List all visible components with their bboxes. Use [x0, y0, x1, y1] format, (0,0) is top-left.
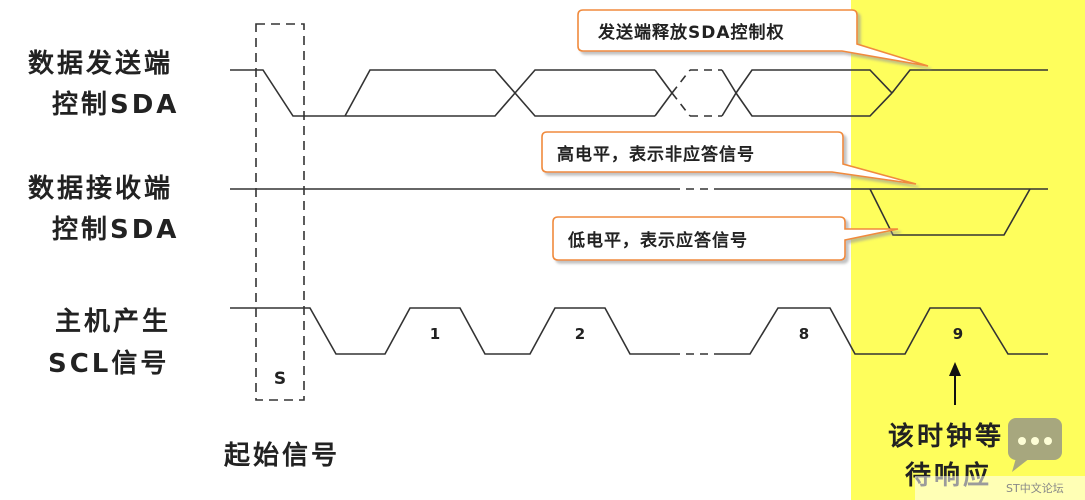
- start-condition-box: [255, 23, 305, 401]
- callout-low-ack: 低电平，表示应答信号: [552, 216, 899, 261]
- receiver-sda-waveform: [230, 188, 1048, 236]
- sender-label-line1: 数据发送端: [28, 48, 173, 79]
- scl-label-line2: SCL信号: [48, 349, 169, 379]
- clock-number-9: 9: [953, 325, 963, 343]
- watermark-logo-icon: [1008, 418, 1062, 472]
- sender-label-line2: 控制SDA: [52, 90, 179, 120]
- clock-number-8: 8: [799, 325, 809, 343]
- scl-waveform: [230, 307, 1048, 355]
- start-caption: 起始信号: [224, 441, 340, 471]
- callout-release-text: 发送端释放SDA控制权: [597, 22, 785, 43]
- wait-arrow: [949, 362, 961, 405]
- receiver-label-line2: 控制SDA: [52, 215, 179, 245]
- watermark-text: ST中文论坛: [1006, 481, 1064, 495]
- clock-number-1: 1: [430, 325, 440, 343]
- receiver-label-line1: 数据接收端: [28, 174, 173, 204]
- clock-number-2: 2: [575, 325, 585, 343]
- callout-high-nack: 高电平，表示非应答信号: [541, 131, 917, 185]
- sender-sda-waveform: [230, 69, 1048, 117]
- scl-label-line1: 主机产生: [55, 307, 171, 337]
- callout-release-sda: 发送端释放SDA控制权: [577, 9, 929, 67]
- callout-high-text: 高电平，表示非应答信号: [557, 144, 755, 165]
- ack-highlight-region: [851, 0, 1085, 500]
- wait-caption-line1: 该时钟等: [888, 421, 1004, 452]
- start-box-label: S: [274, 369, 286, 389]
- callout-low-text: 低电平，表示应答信号: [567, 230, 748, 251]
